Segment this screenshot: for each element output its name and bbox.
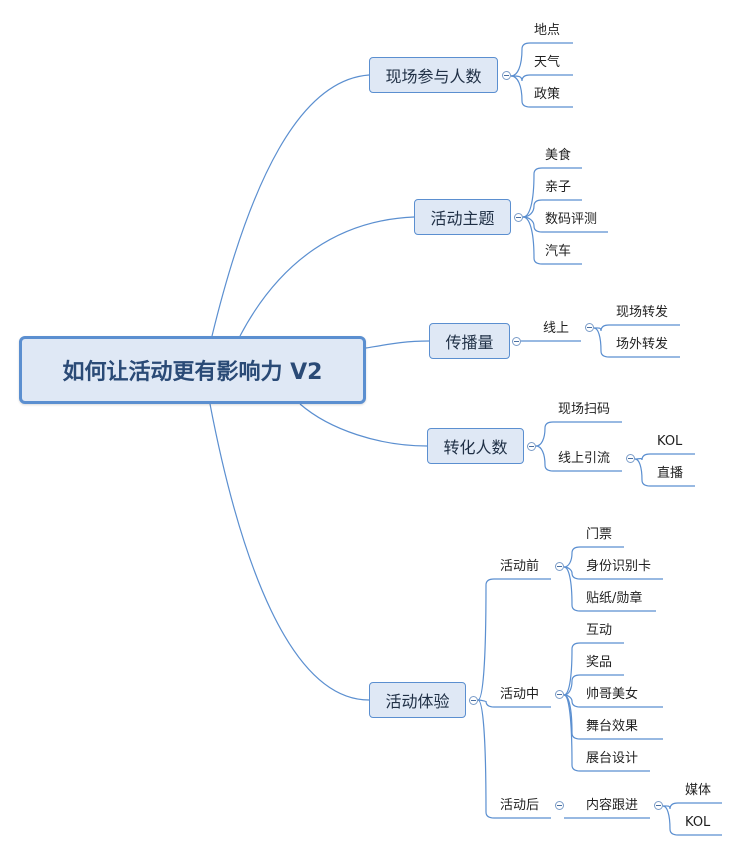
topic-spread[interactable]: 传播量 [429,323,510,359]
subtopic-prize[interactable]: 奖品 [586,655,613,670]
link-root-experience [209,403,370,701]
collapse-toggle-attendance[interactable] [502,71,511,80]
collapse-toggle-after[interactable] [555,801,564,810]
link-online-traffic-1 [634,458,695,487]
subtopic-onsite-share[interactable]: 现场转发 [616,305,669,320]
subtopic-interaction[interactable]: 互动 [586,623,613,638]
subtopic-during[interactable]: 活动中 [500,687,540,702]
link-online-traffic-0 [634,453,695,461]
link-experience-2 [477,699,551,819]
link-during-4 [563,694,650,772]
link-theme-0 [522,167,582,218]
link-online-0 [593,324,680,332]
topic-attendance[interactable]: 现场参与人数 [369,57,498,93]
link-attendance-0 [510,42,573,77]
link-attendance-2 [510,75,573,108]
link-root-theme [239,216,415,337]
link-during-0 [563,642,624,696]
subtopic-food[interactable]: 美食 [545,148,572,163]
root-topic[interactable]: 如何让活动更有影响力 V2 [19,336,366,404]
topic-conversion[interactable]: 转化人数 [427,428,524,464]
subtopic-offsite-share[interactable]: 场外转发 [616,337,669,352]
link-before-0 [563,546,624,568]
subtopic-kol-after[interactable]: KOL [685,815,711,830]
link-conversion-1 [535,445,622,472]
collapse-toggle-followup[interactable] [654,801,663,810]
subtopic-booth-design[interactable]: 展台设计 [586,751,639,766]
subtopic-online-traffic[interactable]: 线上引流 [558,451,611,466]
link-followup-1 [662,805,722,836]
subtopic-car[interactable]: 汽车 [545,244,572,259]
subtopic-digital-review[interactable]: 数码评测 [545,212,598,227]
link-conversion-0 [535,421,622,447]
subtopic-kol[interactable]: KOL [657,434,683,449]
collapse-toggle-theme[interactable] [514,213,523,222]
link-theme-1 [522,199,582,218]
topic-theme[interactable]: 活动主题 [414,199,511,235]
subtopic-livestream[interactable]: 直播 [657,466,684,481]
collapse-toggle-during[interactable] [555,690,564,699]
link-theme-3 [522,216,582,265]
subtopic-id-card[interactable]: 身份识别卡 [586,559,652,574]
link-root-spread [365,340,430,349]
collapse-toggle-conversion[interactable] [527,442,536,451]
link-online-1 [593,327,680,358]
subtopic-content-followup[interactable]: 内容跟进 [586,798,639,813]
subtopic-sticker[interactable]: 贴纸/勋章 [586,591,643,606]
subtopic-models[interactable]: 帅哥美女 [586,687,639,702]
subtopic-stage-effects[interactable]: 舞台效果 [586,719,639,734]
link-before-1 [563,566,663,580]
subtopic-before[interactable]: 活动前 [500,559,540,574]
collapse-toggle-before[interactable] [555,562,564,571]
collapse-toggle-spread[interactable] [512,337,521,346]
link-experience-0 [477,578,551,701]
collapse-toggle-experience[interactable] [469,696,478,705]
subtopic-media[interactable]: 媒体 [685,783,712,798]
link-during-2 [563,694,663,708]
link-before-2 [563,566,656,612]
link-followup-0 [662,802,722,810]
link-during-1 [563,674,624,696]
link-root-conversion [299,403,428,447]
subtopic-family[interactable]: 亲子 [545,180,572,195]
subtopic-ticket[interactable]: 门票 [586,527,613,542]
topic-experience[interactable]: 活动体验 [369,682,466,718]
subtopic-weather[interactable]: 天气 [534,55,561,70]
link-attendance-1 [510,74,573,82]
collapse-toggle-online-traffic[interactable] [626,454,635,463]
subtopic-policy[interactable]: 政策 [534,87,561,102]
subtopic-location[interactable]: 地点 [534,23,561,38]
subtopic-online[interactable]: 线上 [543,321,570,336]
link-root-attendance [211,74,370,337]
link-experience-1 [477,699,551,708]
collapse-toggle-online[interactable] [585,323,594,332]
subtopic-onsite-scan[interactable]: 现场扫码 [558,402,611,417]
link-theme-2 [522,216,608,233]
subtopic-after[interactable]: 活动后 [500,798,540,813]
